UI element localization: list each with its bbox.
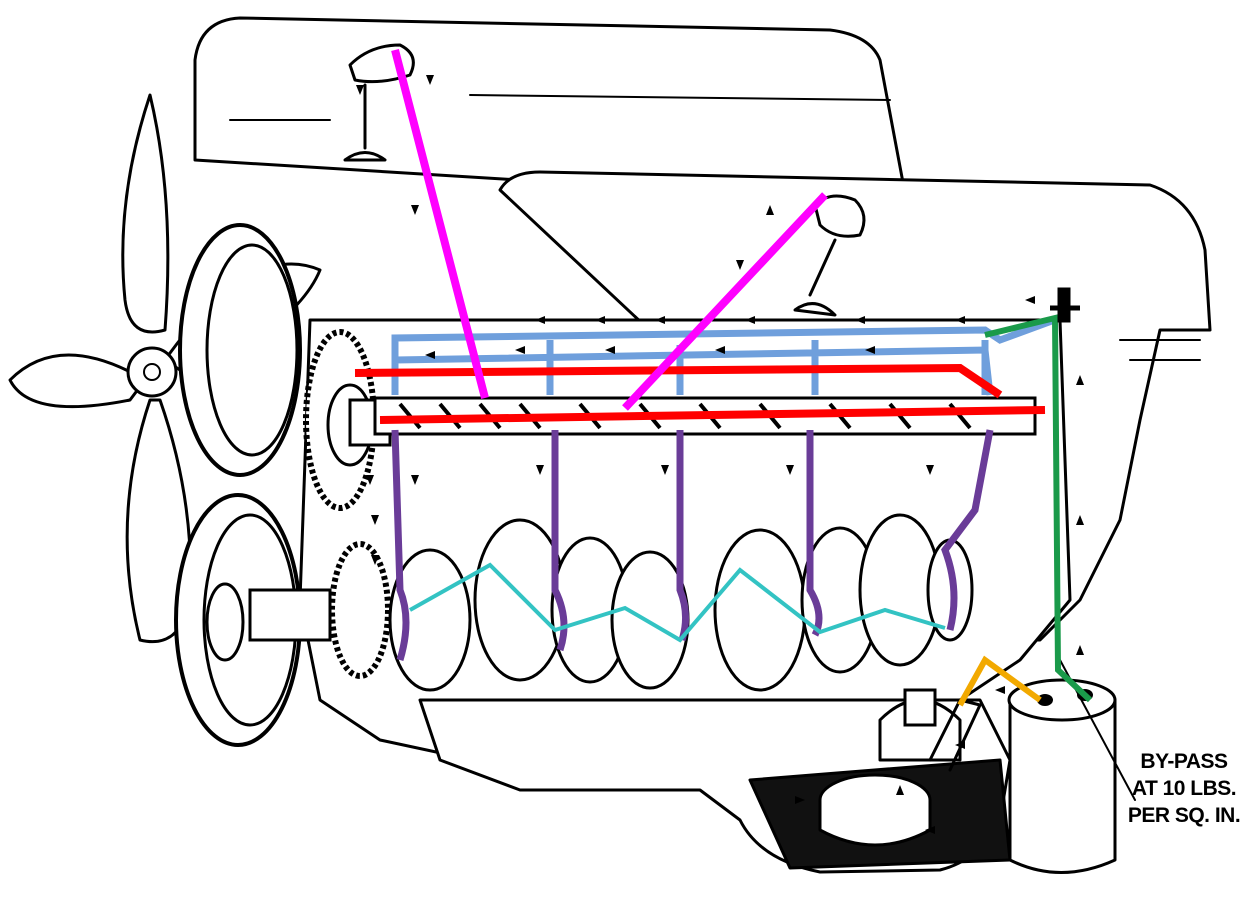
main-gallery-line [354,363,1046,424]
flow-arrow [536,465,544,475]
flow-arrow [411,205,419,215]
flow-arrow [426,75,434,85]
flow-arrow [736,260,744,270]
flow-arrow [925,826,935,834]
flow-arrow [786,465,794,475]
flow-arrow [1076,515,1084,525]
bypass-line-2: AT 10 LBS. [1131,777,1237,800]
flow-arrow [371,555,379,565]
flow-arrow [795,796,805,804]
flow-arrow [515,346,525,354]
oil-lines [354,48,1093,707]
flow-arrow [655,316,665,324]
flow-arrow [745,316,755,324]
flow-arrow [1076,375,1084,385]
pressure-line [984,314,1093,703]
crankshaft [388,513,974,692]
flow-arrow [926,465,934,475]
flow-arrow [955,741,965,749]
flow-arrow [766,205,774,215]
flow-arrow [865,346,875,354]
flow-arrows [356,75,1084,834]
flow-arrow [855,316,865,324]
flow-arrow [661,465,669,475]
flow-arrow [995,686,1005,694]
valve-icon [343,43,866,317]
flow-arrow [366,475,374,485]
flow-arrow [371,515,379,525]
flow-arrow [425,351,435,359]
flow-arrow [595,316,605,324]
pump-outlet-line [957,655,1042,707]
bypass-line-1: BY-PASS [1140,750,1228,773]
flow-arrow [955,316,965,324]
main-bearing-feed-line [391,429,994,662]
bypass-annotation: BY-PASS AT 10 LBS. PER SQ. IN. [1122,748,1246,829]
flow-arrow [535,316,545,324]
flow-arrow [896,785,904,795]
flow-arrow [356,85,364,95]
relief-valve [1050,287,1080,323]
bypass-line-3: PER SQ. IN. [1127,804,1241,827]
pulley-icon [174,223,332,747]
flow-arrow [411,475,419,485]
flow-arrow [1025,296,1035,304]
flow-arrow [1076,645,1084,655]
oil-pump-icon [818,688,982,847]
rocker-feed-line [391,48,828,411]
flow-arrow [715,346,725,354]
flow-arrow [605,346,615,354]
crank-drilling-line [409,562,946,643]
